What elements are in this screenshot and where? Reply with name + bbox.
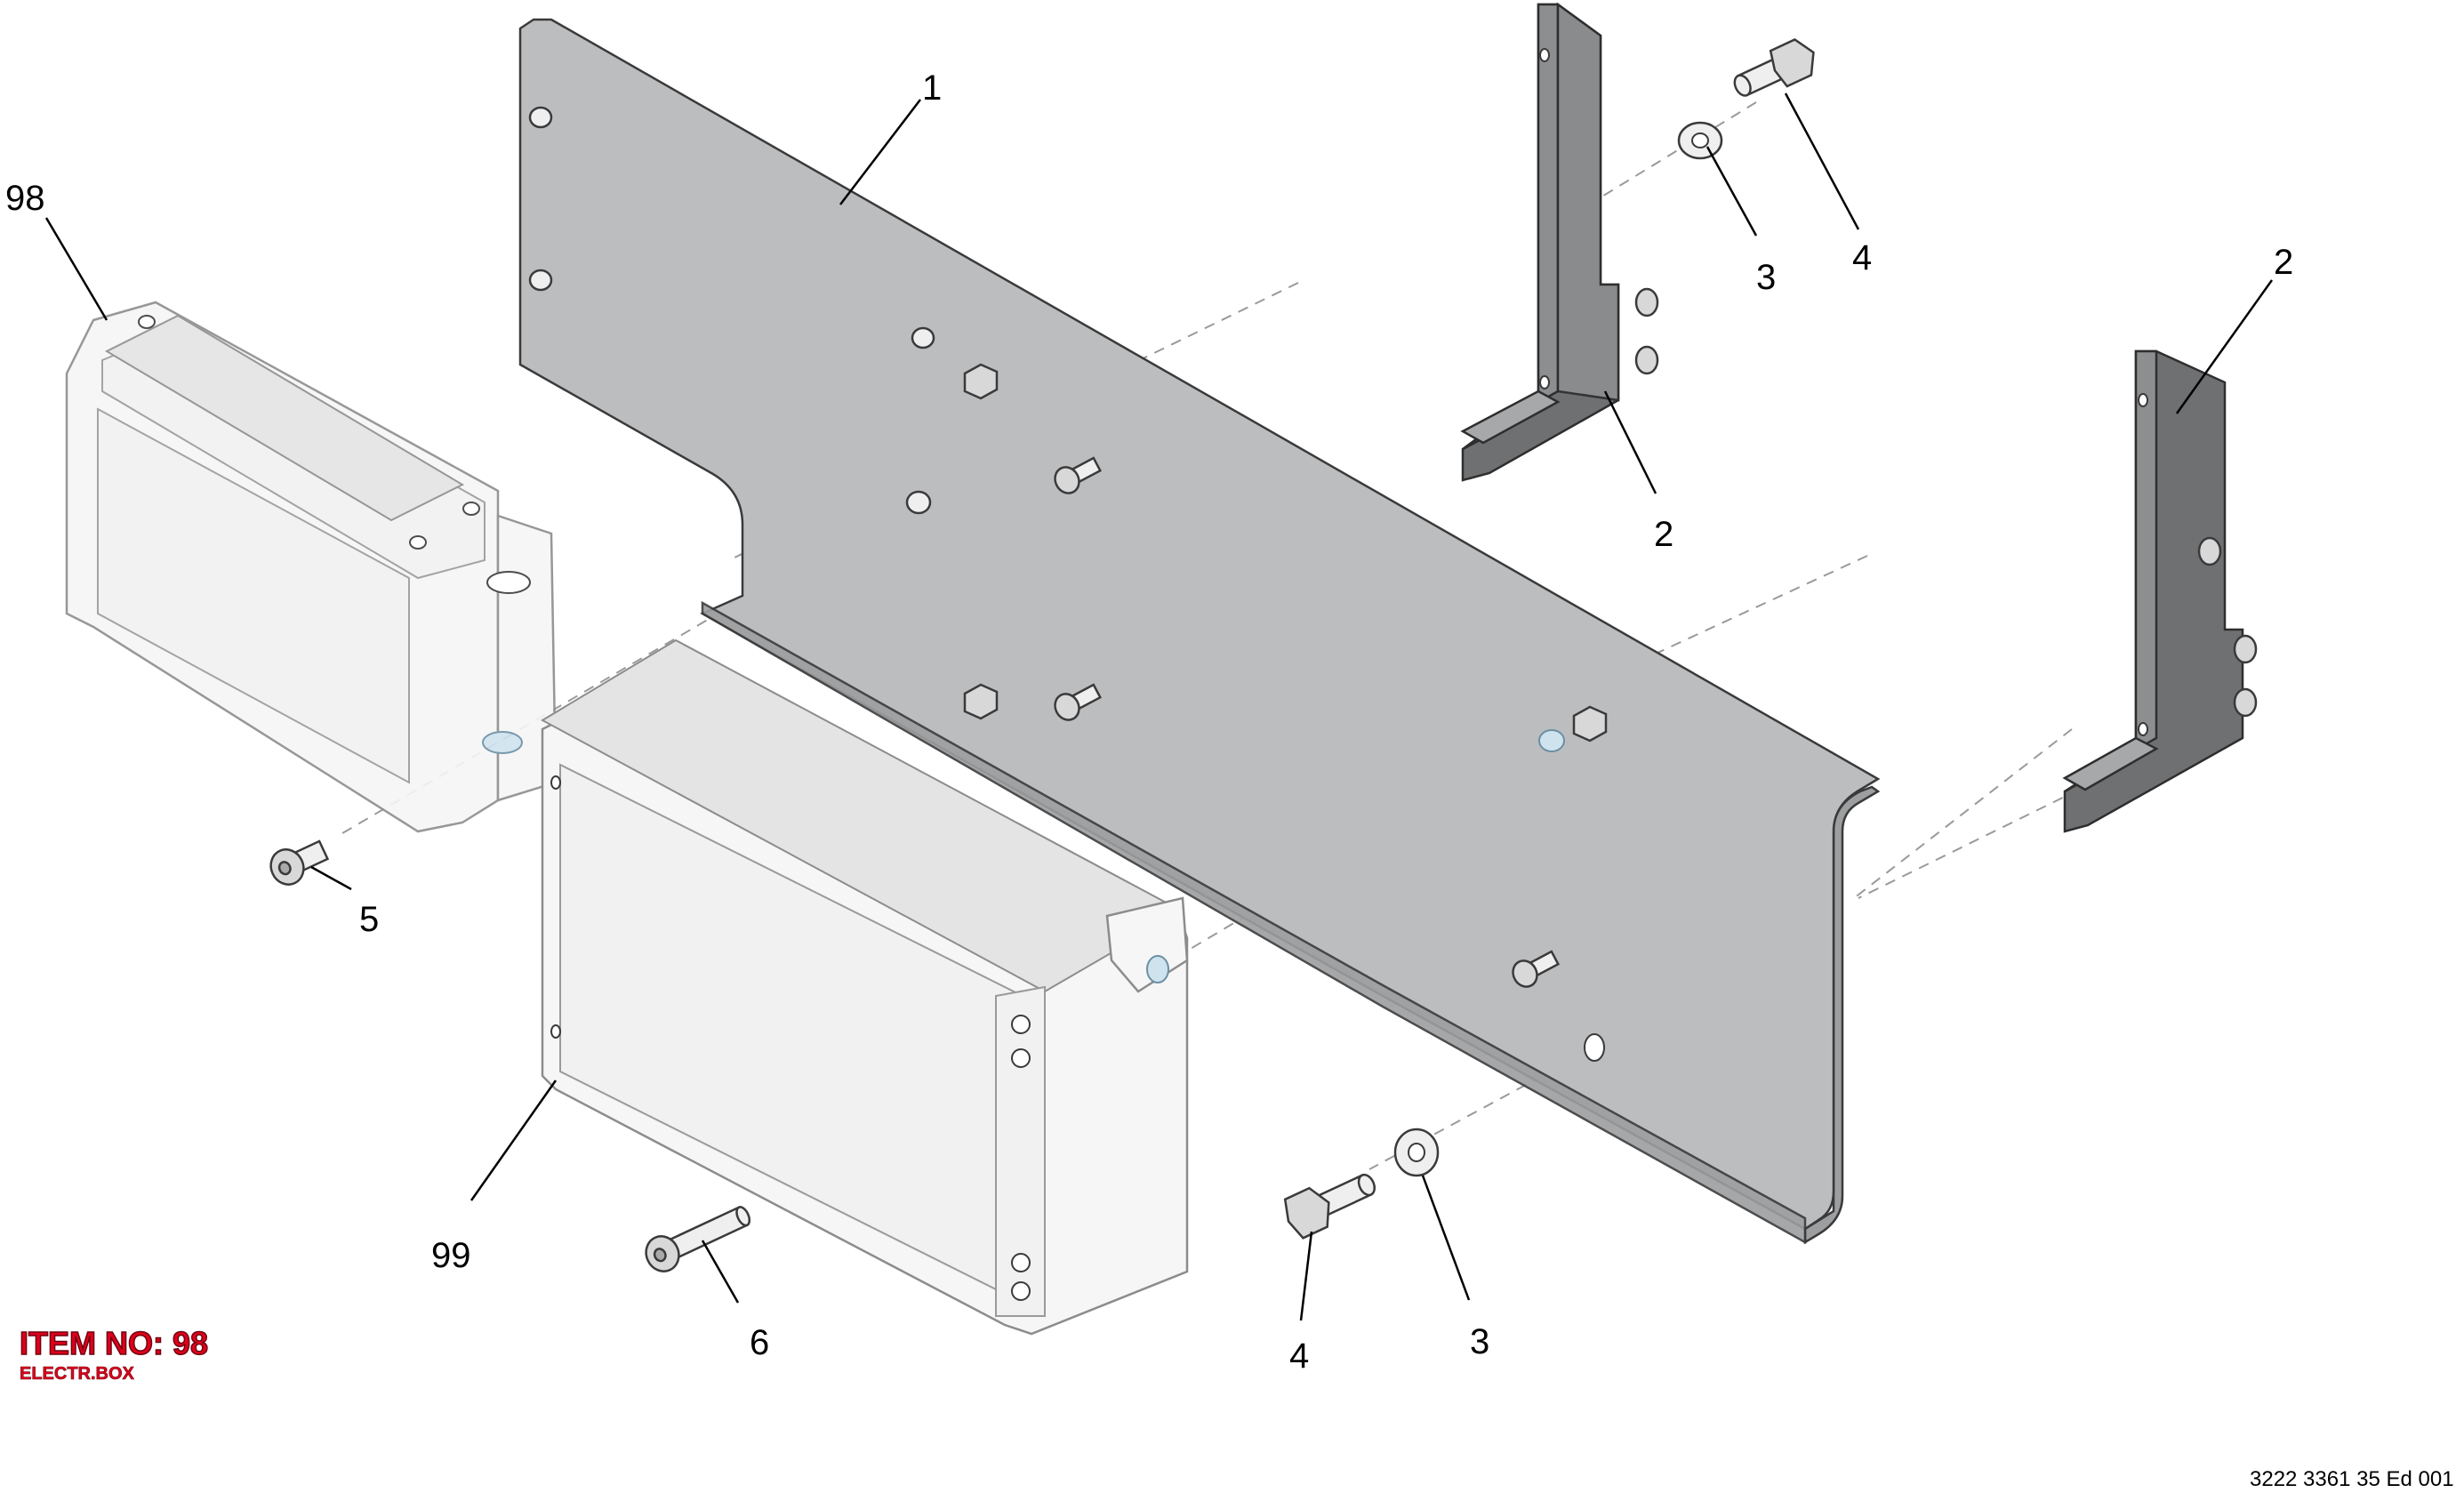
callout-6: 6 <box>750 1323 769 1362</box>
callouts: 1 98 2 2 3 4 5 99 6 4 3 <box>5 68 2293 1376</box>
callout-3-lower: 3 <box>1470 1322 1489 1361</box>
document-number: 3222 3361 35 Ed 001 <box>2250 1467 2454 1491</box>
callout-4-upper: 4 <box>1852 238 1872 277</box>
hex-bolt-lower <box>1283 1173 1376 1240</box>
socket-screw-5 <box>269 839 330 886</box>
item-description-label: ELECTR.BOX <box>20 1364 135 1385</box>
callout-98: 98 <box>5 179 45 218</box>
socket-screw-6 <box>645 1206 751 1272</box>
callout-4-lower: 4 <box>1289 1336 1309 1376</box>
callout-2-upper: 2 <box>1654 515 1673 554</box>
plate-screws <box>1054 456 1605 1062</box>
callout-2-right: 2 <box>2274 243 2293 282</box>
bracket-lower <box>2062 349 2258 833</box>
mounting-plate <box>518 18 1881 1245</box>
leader-lines <box>44 92 2274 1321</box>
bracket-upper <box>1460 2 1659 482</box>
callout-3-upper: 3 <box>1756 258 1776 297</box>
electrical-box-99 <box>540 638 1189 1336</box>
washer-upper <box>1677 121 1723 160</box>
callout-99: 99 <box>431 1236 471 1275</box>
plate-hex-nuts <box>963 363 1608 752</box>
electrical-box-98 <box>65 301 558 833</box>
item-number-label: ITEM NO: 98 <box>19 1324 209 1362</box>
plate-studs <box>528 106 935 515</box>
hex-bolt-upper <box>1733 38 1815 97</box>
callout-1: 1 <box>922 68 942 108</box>
callout-5: 5 <box>359 900 379 939</box>
washer-lower <box>1393 1128 1440 1177</box>
